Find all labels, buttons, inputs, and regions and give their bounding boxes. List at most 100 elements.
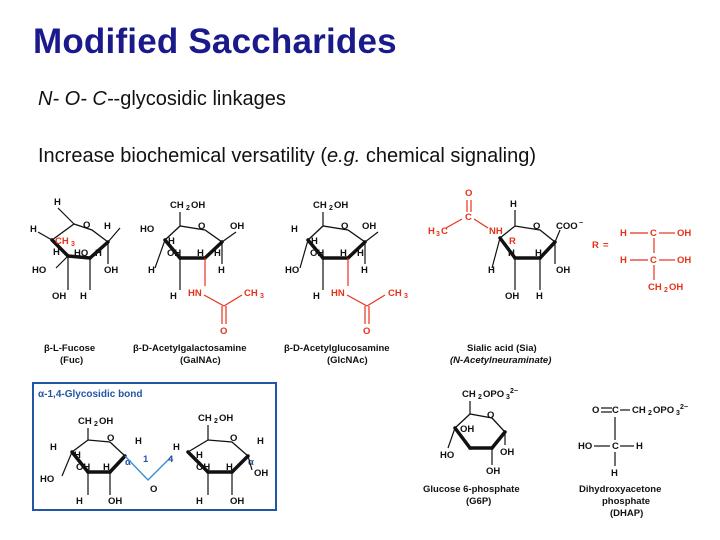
fucose-abbr: (Fuc) xyxy=(60,355,83,366)
svg-text:O: O xyxy=(198,221,205,232)
g6p-abbr: (G6P) xyxy=(466,496,491,507)
svg-text:H: H xyxy=(311,236,318,247)
svg-text:H: H xyxy=(428,226,435,237)
svg-text:C: C xyxy=(612,405,619,416)
svg-text:O: O xyxy=(83,220,90,231)
svg-text:CH: CH xyxy=(388,288,402,299)
svg-text:α: α xyxy=(125,457,131,468)
svg-text:OH: OH xyxy=(677,255,691,266)
glcnac-abbr: (GlcNAc) xyxy=(327,355,368,366)
svg-text:CH: CH xyxy=(462,389,476,400)
svg-text:CH: CH xyxy=(313,200,327,211)
svg-text:OH: OH xyxy=(500,447,514,458)
svg-text:2−: 2− xyxy=(510,388,518,395)
svg-text:OH: OH xyxy=(669,282,683,293)
svg-text:O: O xyxy=(487,410,494,421)
svg-text:3: 3 xyxy=(436,231,440,238)
svg-text:H: H xyxy=(168,236,175,247)
versatility-text-post: chemical signaling) xyxy=(360,145,536,167)
g6p-name: Glucose 6-phosphate xyxy=(423,484,520,495)
svg-text:H: H xyxy=(536,291,543,302)
svg-text:2: 2 xyxy=(214,418,218,425)
svg-text:HN: HN xyxy=(331,288,345,299)
slide-title: Modified Saccharides xyxy=(33,22,397,61)
svg-text:H: H xyxy=(357,248,364,259)
svg-text:H: H xyxy=(611,468,618,479)
svg-text:COO: COO xyxy=(556,221,578,232)
svg-text:OH: OH xyxy=(677,228,691,239)
svg-text:CH: CH xyxy=(648,282,662,293)
svg-text:H: H xyxy=(53,247,60,258)
svg-text:HN: HN xyxy=(188,288,202,299)
svg-text:O: O xyxy=(363,326,370,337)
svg-text:HO: HO xyxy=(32,265,46,276)
svg-text:O: O xyxy=(465,188,472,199)
versatility-text-pre: Increase biochemical versatility ( xyxy=(38,145,327,167)
svg-text:H: H xyxy=(76,496,83,507)
svg-text:H: H xyxy=(80,291,87,302)
svg-text:H: H xyxy=(50,442,57,453)
galnac-abbr: (GalNAc) xyxy=(180,355,221,366)
linkage-suffix: -glycosidic linkages xyxy=(113,88,286,110)
svg-text:H: H xyxy=(340,248,347,259)
svg-text:2: 2 xyxy=(94,421,98,428)
svg-text:OH: OH xyxy=(104,265,118,276)
svg-text:C: C xyxy=(465,212,472,223)
svg-text:2: 2 xyxy=(329,205,333,212)
svg-text:OH: OH xyxy=(230,496,244,507)
svg-text:3: 3 xyxy=(676,410,680,417)
svg-text:HO: HO xyxy=(74,248,88,259)
svg-text:3: 3 xyxy=(71,241,75,248)
svg-text:H: H xyxy=(197,248,204,259)
svg-text:C: C xyxy=(650,255,657,266)
svg-text:C: C xyxy=(441,226,448,237)
svg-text:H: H xyxy=(488,265,495,276)
svg-text:α: α xyxy=(248,457,254,468)
svg-text:OPO: OPO xyxy=(483,389,504,400)
svg-text:OH: OH xyxy=(167,248,181,259)
svg-text:CH: CH xyxy=(170,200,184,211)
svg-text:O: O xyxy=(150,484,157,495)
svg-text:OH: OH xyxy=(254,468,268,479)
svg-text:H: H xyxy=(74,450,81,461)
svg-text:CH: CH xyxy=(55,236,69,247)
svg-text:2−: 2− xyxy=(680,404,688,411)
svg-text:OH: OH xyxy=(99,416,113,427)
svg-text:OH: OH xyxy=(556,265,570,276)
svg-text:2: 2 xyxy=(186,205,190,212)
svg-text:O: O xyxy=(341,221,348,232)
svg-text:O: O xyxy=(107,433,114,444)
glycosidic-pos1: 1 xyxy=(143,454,149,465)
svg-text:3: 3 xyxy=(506,394,510,401)
svg-text:H: H xyxy=(214,248,221,259)
svg-text:H: H xyxy=(218,265,225,276)
svg-text:OH: OH xyxy=(486,466,500,477)
svg-text:H: H xyxy=(173,442,180,453)
svg-text:CH: CH xyxy=(632,405,646,416)
svg-text:OH: OH xyxy=(52,291,66,302)
svg-text:OH: OH xyxy=(108,496,122,507)
svg-text:OH: OH xyxy=(196,462,210,473)
dhap-name-line2: phosphate xyxy=(602,496,650,507)
svg-text:2: 2 xyxy=(648,410,652,417)
svg-text:OH: OH xyxy=(505,291,519,302)
svg-text:O: O xyxy=(220,326,227,337)
svg-text:R: R xyxy=(592,240,599,251)
svg-text:H: H xyxy=(313,291,320,302)
svg-text:3: 3 xyxy=(404,293,408,300)
glycosidic-label: α-1,4-Glycosidic bond xyxy=(38,389,143,400)
svg-text:OH: OH xyxy=(230,221,244,232)
svg-text:=: = xyxy=(603,240,609,251)
svg-text:H: H xyxy=(620,228,627,239)
dhap-name-line1: Dihydroxyacetone xyxy=(579,484,661,495)
svg-text:2: 2 xyxy=(478,394,482,401)
sialic-name: Sialic acid (Sia) xyxy=(467,343,537,354)
svg-text:H: H xyxy=(54,197,61,208)
svg-text:H: H xyxy=(196,496,203,507)
